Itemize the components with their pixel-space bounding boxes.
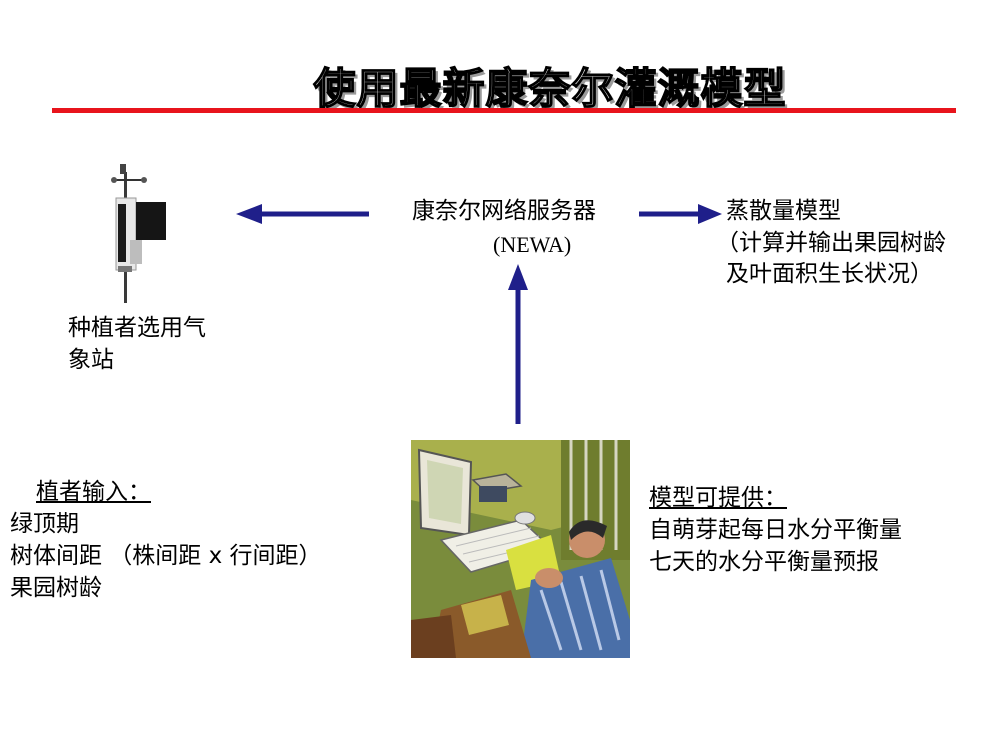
page-title: 使用最新康奈尔灌溉模型 [313,63,787,114]
model-provides-item: 七天的水分平衡量预报 [649,549,879,575]
server-abbr: (NEWA) [493,232,572,257]
arrow-server-to-station [236,204,369,224]
title-underline [52,108,956,113]
weather-station-icon [111,164,166,303]
person-at-computer-icon [411,440,630,658]
grower-input-item: 绿顶期 [10,511,79,537]
grower-input-item: 树体间距 （株间距 x 行间距） [10,543,322,569]
model-provides-heading-text: 模型可提供 [649,485,764,511]
grower-input-heading: 植者输入： [36,477,151,508]
grower-input-heading-text: 植者输入 [36,479,128,505]
et-model-title: 蒸散量模型 [726,198,841,224]
et-model-desc-2: 及叶面积生长状况） [726,261,933,287]
station-label-2: 象站 [68,347,114,373]
et-model-desc-1: （计算并输出果园树龄 [716,230,946,256]
model-provides-heading: 模型可提供： [649,483,787,514]
grower-input-item: 果园树龄 [10,575,102,601]
arrow-office-to-server [508,264,528,424]
model-provides-item: 自萌芽起每日水分平衡量 [649,517,902,543]
arrow-server-to-et-model [639,204,722,224]
model-provides-heading-colon: ： [764,485,787,511]
server-name: 康奈尔网络服务器 [412,198,596,224]
grower-input-heading-colon: ： [128,479,151,505]
station-label-1: 种植者选用气 [68,315,206,341]
